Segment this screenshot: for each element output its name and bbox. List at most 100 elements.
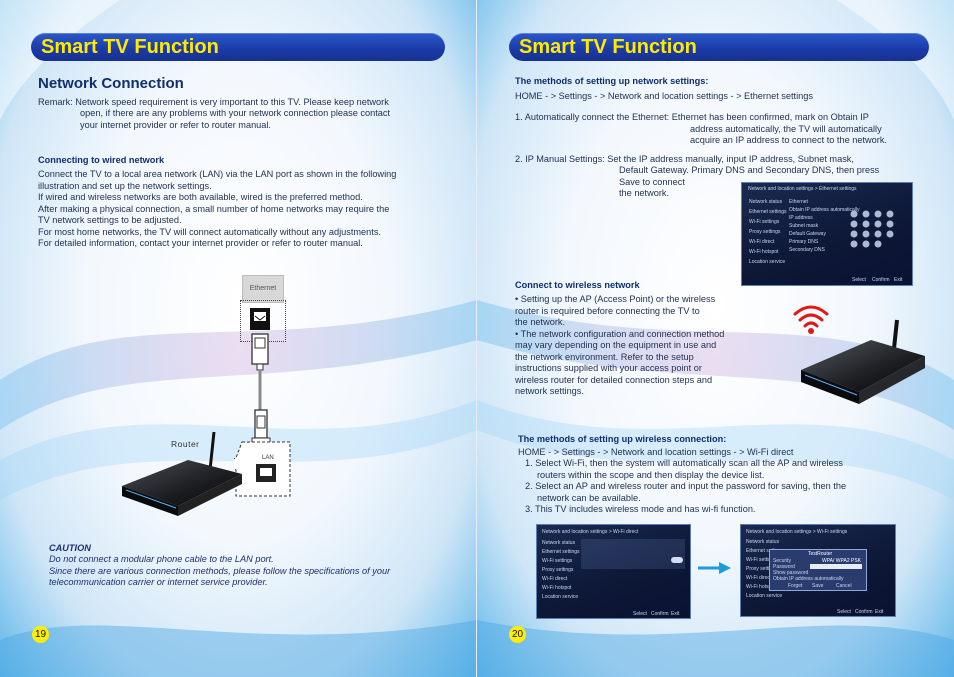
dialog-field-value: WPA/ WPA2 PSK (822, 558, 861, 564)
menu-item: Wi-Fi direct (749, 239, 775, 245)
manual-line: 2. IP Manual Settings: Set the IP addres… (515, 154, 854, 164)
option: Secondary DNS (789, 247, 825, 253)
option: Primary DNS (789, 239, 819, 245)
ethernet-label: Ethernet (249, 285, 277, 292)
dialog-field: Obtain IP address automatically (773, 576, 844, 582)
keypad-icon (850, 210, 894, 248)
menu-item: Wi-Fi settings (542, 558, 573, 564)
wireless-bullet-line: may vary depending on the equipment in u… (515, 340, 717, 350)
menu-item: Proxy settings (542, 567, 574, 573)
option: IP address (789, 215, 813, 221)
footer-hint: Exit (875, 609, 884, 615)
lan-port-callout (234, 441, 291, 497)
router-image (122, 431, 242, 516)
methods-path: HOME - > Settings - > Network and locati… (515, 91, 813, 101)
menu-item: Network status (749, 199, 783, 205)
wireless-bullet-line: network settings. (515, 386, 584, 396)
password-dialog: TestRouter Security WPA/ WPA2 PSK Passwo… (769, 549, 867, 591)
menu-item: Location service (746, 593, 783, 599)
dialog-field: Show password (773, 570, 809, 576)
wifi-settings-screenshot: Network and location settings > Wi-Fi se… (740, 524, 896, 617)
arrow-right-icon (698, 562, 731, 574)
menu-item: Ethernet settings (542, 549, 580, 555)
forget-button: Forget (788, 583, 803, 589)
page-title: Smart TV Function (509, 33, 929, 61)
footer-hint: Confirm (872, 277, 890, 283)
router-label: Router (171, 439, 200, 449)
wireless-bullet-line: wireless router for detailed connection … (515, 375, 713, 385)
ethernet-settings-screenshot: Network and location settings > Ethernet… (741, 182, 913, 286)
footer-hint: Select (837, 609, 851, 615)
auto-connect-line: 1. Automatically connect the Ethernet: E… (515, 112, 869, 122)
remark-line: Remark: Network speed requirement is ver… (38, 97, 389, 107)
wifi-step-line: 3. This TV includes wireless mode and ha… (525, 504, 756, 514)
page-left: Smart TV Function Network Connection Rem… (0, 0, 477, 677)
footer-hint: Confirm (855, 609, 873, 615)
save-button: Save (812, 583, 824, 589)
wired-body-line: For detailed information, contact your i… (38, 238, 363, 248)
wifi-direct-screenshot: Network and location settings > Wi-Fi di… (536, 524, 691, 619)
wireless-bullet-line: • The network configuration and connecti… (515, 329, 725, 339)
option: Ethernet (789, 199, 808, 205)
menu-item: Ethernet settings (746, 548, 784, 554)
dialog-field: Password (773, 564, 795, 570)
menu-item: Proxy settings (749, 229, 781, 235)
caution-line: telecommunication carrier or internet se… (49, 577, 268, 587)
auto-connect-line: acquire an IP address to connect to the … (690, 135, 887, 145)
dialog-title: TestRouter (808, 551, 833, 557)
wifi-step-line: routers within the scope and then displa… (537, 470, 765, 480)
footer-hint: Confirm (651, 611, 669, 617)
wireless-heading: Connect to wireless network (515, 280, 640, 290)
wired-body-line: TV network settings to be adjusted. (38, 215, 182, 225)
menu-item: Location service (749, 259, 786, 265)
menu-item: Wi-Fi hotspot (746, 584, 776, 590)
option: Default Gateway (789, 231, 826, 237)
wireless-bullet-line: router is required before connecting the… (515, 306, 700, 316)
wifi-step-line: 2. Select an AP and wireless router and … (525, 481, 847, 491)
caution-line: Since there are various connection metho… (49, 566, 391, 576)
ethernet-cable-icon (250, 308, 271, 449)
screen-title: Network and location settings > Wi-Fi se… (746, 529, 848, 535)
dialog-field: Security (773, 558, 792, 564)
lan-label: LAN (262, 455, 274, 461)
page-right: Smart TV Function The methods of setting… (477, 0, 954, 677)
cancel-button: Cancel (836, 583, 852, 589)
wired-body-line: illustration and set up the network sett… (38, 181, 212, 191)
wifi-step-line: network can be available. (537, 493, 641, 503)
menu-item: Proxy settings (746, 566, 778, 572)
footer-hint: Select (633, 611, 647, 617)
wifi-methods-heading: The methods of setting up wireless conne… (518, 434, 727, 444)
wifi-path: HOME - > Settings - > Network and locati… (518, 447, 794, 457)
remark-line: open, if there are any problems with you… (80, 108, 390, 118)
menu-item: Wi-Fi hotspot (749, 249, 779, 255)
menu-item: Location service (542, 594, 579, 600)
wireless-bullet-line: • Setting up the AP (Access Point) or th… (515, 294, 716, 304)
caution-line: Do not connect a modular phone cable to … (49, 554, 274, 564)
menu-item: Wi-Fi hotspot (542, 585, 572, 591)
option: Subnet mask (789, 223, 819, 229)
option: Obtain IP address automatically (789, 207, 860, 213)
password-input (810, 564, 862, 569)
screen-title: Network and location settings > Ethernet… (748, 186, 857, 192)
wireless-bullet-line: the network environment. Refer to the se… (515, 352, 694, 362)
footer-hint: Exit (671, 611, 680, 617)
manual-line: the network. (619, 188, 670, 198)
wired-body-line: After making a physical connection, a sm… (38, 204, 390, 214)
manual-line: Default Gateway. Primary DNS and Seconda… (619, 165, 880, 175)
wifi-step-line: 1. Select Wi-Fi, then the system will au… (525, 458, 843, 468)
wireless-router-image (793, 305, 925, 404)
device-list-highlight (581, 539, 685, 569)
wireless-bullet-line: instructions supplied with your access p… (515, 363, 702, 373)
page-number: 19 (32, 626, 49, 643)
wired-heading: Connecting to wired network (38, 155, 165, 165)
footer-hint: Exit (894, 277, 903, 283)
wifi-signal-icon (793, 305, 829, 328)
remark-line: your internet provider or refer to route… (80, 120, 271, 130)
menu-item: Wi-Fi settings (746, 557, 777, 563)
footer-hint: Select (852, 277, 866, 283)
wifi-toggle (671, 557, 683, 563)
menu-item: Wi-Fi direct (542, 576, 568, 582)
menu-item: Wi-Fi direct (746, 575, 772, 581)
manual-line: Save to connect (619, 177, 685, 187)
page-number: 20 (509, 626, 526, 643)
